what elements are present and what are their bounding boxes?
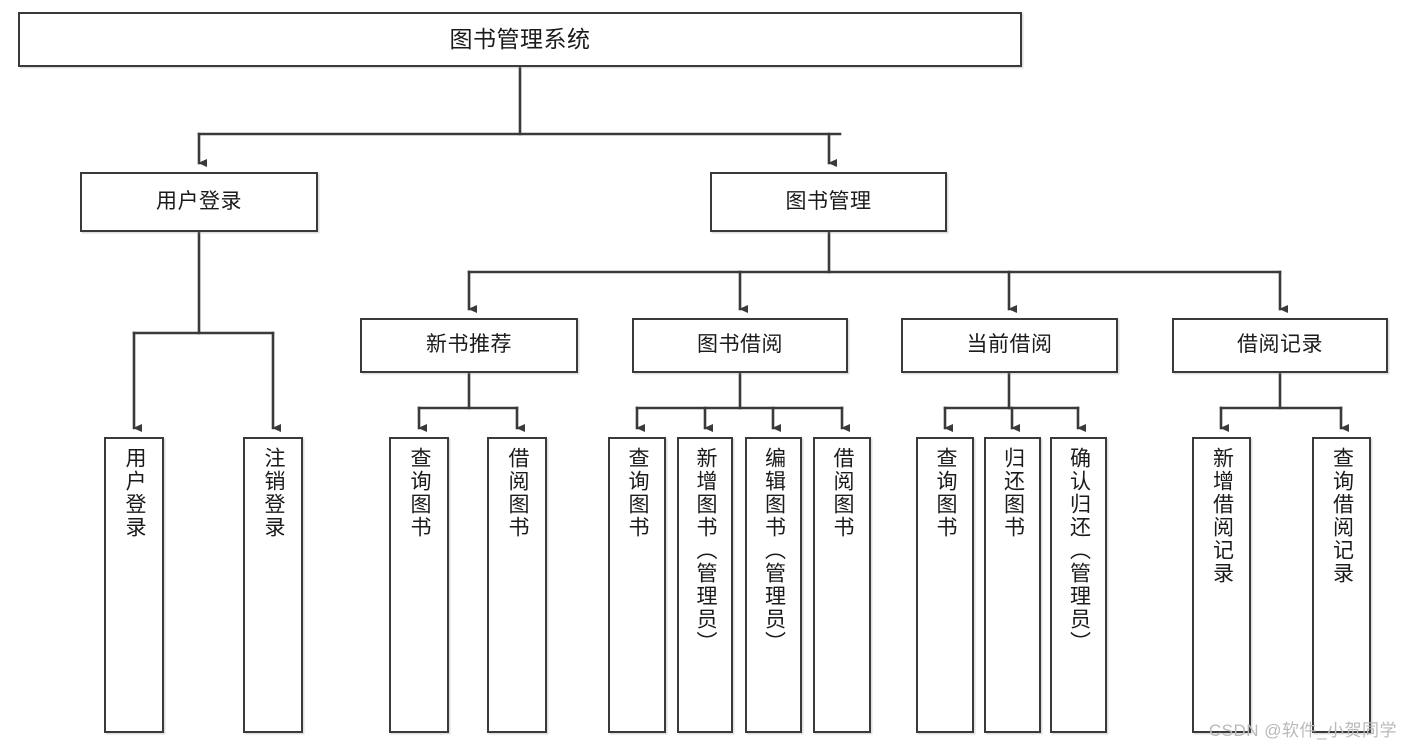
leaf-borrow-query-book-label: 查询图书 — [626, 447, 650, 539]
leaf-new-book-borrow[interactable]: 借阅图书 — [487, 437, 547, 733]
node-borrow-record[interactable]: 借阅记录 — [1172, 318, 1388, 373]
leaf-user-login-signout-label: 注销登录 — [262, 447, 286, 539]
leaf-current-query-book[interactable]: 查询图书 — [916, 437, 974, 733]
leaf-new-book-query-label: 查询图书 — [408, 447, 432, 539]
leaf-current-return-book-label: 归还图书 — [1001, 447, 1025, 539]
node-root-system-label: 图书管理系统 — [449, 26, 591, 53]
leaf-record-add-label: 新增借阅记录 — [1210, 447, 1234, 585]
node-book-borrow[interactable]: 图书借阅 — [632, 318, 848, 373]
node-current-borrow[interactable]: 当前借阅 — [901, 318, 1118, 373]
node-new-book-recommend-label: 新书推荐 — [426, 333, 512, 357]
watermark-csdn: CSDN @软件_小贺同学 — [1208, 721, 1397, 740]
node-borrow-record-label: 借阅记录 — [1237, 333, 1323, 357]
leaf-borrow-borrow-book[interactable]: 借阅图书 — [813, 437, 871, 733]
leaf-current-return-book[interactable]: 归还图书 — [984, 437, 1041, 733]
node-book-borrow-label: 图书借阅 — [697, 333, 783, 357]
leaf-borrow-query-book[interactable]: 查询图书 — [608, 437, 666, 733]
leaf-borrow-edit-book[interactable]: 编辑图书（管理员） — [745, 437, 802, 733]
leaf-current-confirm-return-label: 确认归还（管理员） — [1067, 447, 1091, 654]
node-user-login[interactable]: 用户登录 — [80, 172, 318, 232]
leaf-user-login-signin-label: 用户登录 — [123, 447, 147, 539]
leaf-record-query[interactable]: 查询借阅记录 — [1312, 437, 1371, 733]
node-book-management-label: 图书管理 — [785, 189, 872, 213]
leaf-borrow-borrow-book-label: 借阅图书 — [831, 447, 855, 539]
leaf-user-login-signout[interactable]: 注销登录 — [243, 437, 303, 733]
node-current-borrow-label: 当前借阅 — [966, 333, 1053, 357]
leaf-record-query-label: 查询借阅记录 — [1330, 447, 1354, 585]
leaf-user-login-signin[interactable]: 用户登录 — [104, 437, 164, 733]
leaf-borrow-add-book-label: 新增图书（管理员） — [694, 447, 718, 654]
leaf-new-book-query[interactable]: 查询图书 — [389, 437, 449, 733]
leaf-current-confirm-return[interactable]: 确认归还（管理员） — [1050, 437, 1107, 733]
leaf-new-book-borrow-label: 借阅图书 — [506, 447, 530, 539]
leaf-borrow-add-book[interactable]: 新增图书（管理员） — [677, 437, 733, 733]
leaf-current-query-book-label: 查询图书 — [934, 447, 958, 539]
leaf-borrow-edit-book-label: 编辑图书（管理员） — [762, 447, 786, 654]
node-root-system[interactable]: 图书管理系统 — [18, 12, 1022, 67]
leaf-record-add[interactable]: 新增借阅记录 — [1192, 437, 1251, 733]
node-user-login-label: 用户登录 — [156, 189, 242, 213]
node-book-management[interactable]: 图书管理 — [710, 172, 947, 232]
node-new-book-recommend[interactable]: 新书推荐 — [360, 318, 578, 373]
